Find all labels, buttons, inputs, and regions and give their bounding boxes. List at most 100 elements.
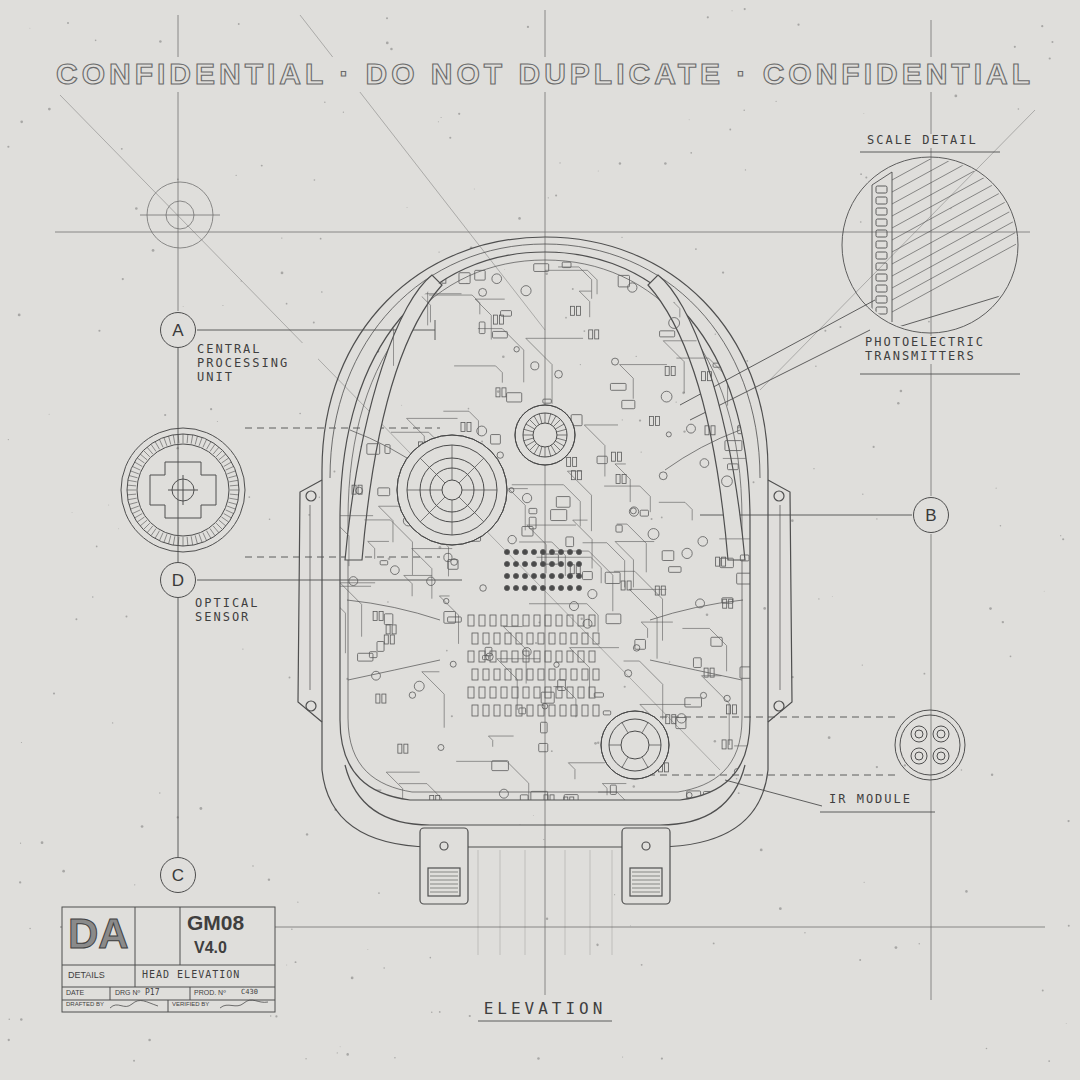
sensor-tick — [155, 531, 160, 539]
gear-spoke — [523, 435, 533, 436]
speckle — [92, 596, 94, 598]
sensor-tick — [127, 485, 136, 487]
gear-spoke — [553, 419, 560, 426]
pin-dot — [549, 561, 554, 566]
speckle — [7, 146, 9, 148]
callout-letter: D — [172, 572, 184, 589]
circuit-trace — [719, 539, 796, 603]
speckle — [797, 24, 799, 26]
speckle — [839, 326, 841, 328]
solder-pad — [700, 692, 706, 698]
sensor-tick — [127, 490, 136, 491]
circuit-trace — [443, 411, 478, 435]
helmet-side — [298, 275, 468, 904]
speckle — [333, 470, 335, 472]
callout-circle: B — [913, 497, 949, 533]
speckle — [164, 414, 166, 416]
circuit-trace — [497, 659, 540, 710]
speckle — [763, 607, 766, 610]
speckle — [738, 792, 740, 794]
circuit-trace — [641, 622, 673, 638]
resistor-component — [386, 625, 390, 634]
speckle — [572, 288, 574, 290]
circuit-trace — [598, 792, 637, 841]
speckle — [135, 207, 138, 210]
chip-pin-row — [505, 669, 511, 680]
transmitter-cell — [876, 296, 887, 303]
speckle — [555, 195, 557, 197]
solder-pad — [669, 318, 680, 329]
chip-pin-row — [483, 669, 489, 680]
circuit-trace — [583, 543, 625, 588]
grille-line — [632, 884, 660, 885]
speckle — [67, 22, 69, 24]
resistor-component — [550, 795, 554, 804]
sensor-tick — [169, 535, 171, 544]
resistor-component — [382, 694, 386, 703]
chip-pin-row — [545, 651, 551, 662]
speckle — [20, 120, 23, 123]
chin-grille — [428, 868, 460, 896]
datum-line — [931, 534, 932, 1000]
solder-pad — [588, 589, 597, 598]
speckle — [96, 546, 98, 548]
datum-connector — [178, 348, 179, 562]
pin-dot — [540, 573, 545, 578]
chip-component — [643, 264, 650, 271]
speckle — [386, 42, 389, 45]
callout-circle: C — [160, 857, 196, 893]
ir-emitter — [937, 752, 945, 760]
speckle — [367, 949, 369, 951]
chip-pin-row — [490, 687, 496, 698]
speckle — [431, 1011, 433, 1013]
resistor-component — [567, 457, 571, 466]
gear-spoke — [642, 757, 648, 767]
speckle — [961, 769, 962, 770]
solder-pad — [522, 493, 531, 502]
speckle — [133, 1060, 135, 1062]
sensor-tick — [128, 498, 137, 500]
solder-pad — [555, 370, 563, 378]
sensor-tick — [169, 436, 171, 445]
speckle — [439, 1011, 441, 1013]
speckle — [1000, 525, 1001, 526]
chip-component — [564, 795, 578, 807]
resistor-component — [436, 796, 440, 805]
helmet-side — [622, 275, 792, 904]
resistor-component — [722, 740, 726, 749]
pin-dot — [540, 585, 545, 590]
speckle — [713, 942, 715, 944]
chip-component — [740, 667, 753, 678]
ear-plate — [780, 505, 781, 690]
speckle — [683, 430, 685, 432]
circuit-trace — [319, 586, 371, 653]
circuit-trace — [568, 763, 604, 779]
pin-dot — [504, 585, 509, 590]
callout-label: CENTRAL PROCESSING UNIT — [196, 343, 318, 384]
solder-pad — [687, 424, 696, 433]
speckle — [210, 408, 212, 410]
watermark-text: CONFIDENTIAL · DO NOT DUPLICATE · CONFID… — [55, 57, 1035, 92]
diagonal-line — [760, 110, 1035, 390]
solder-pad — [659, 472, 667, 480]
circuit-trace — [693, 323, 743, 386]
speckle — [732, 10, 733, 11]
circuit-trace — [629, 589, 666, 658]
visor-outline — [340, 252, 750, 800]
solder-pad — [362, 309, 369, 316]
ear-bolt — [306, 701, 316, 711]
speckle — [29, 27, 31, 29]
solder-pad — [734, 769, 739, 774]
speckle — [306, 833, 308, 835]
chip-pin-row — [560, 705, 566, 716]
chip-pin-row — [527, 705, 533, 716]
solder-pad — [661, 391, 672, 402]
sensor-tick — [227, 506, 235, 509]
pin-dot — [504, 549, 509, 554]
grille-line — [430, 872, 458, 873]
chip-pin-row — [578, 615, 584, 626]
detail-title: SCALE DETAIL — [866, 134, 979, 148]
solder-pad — [499, 789, 508, 798]
speckle — [217, 457, 219, 459]
speckle — [320, 238, 322, 240]
